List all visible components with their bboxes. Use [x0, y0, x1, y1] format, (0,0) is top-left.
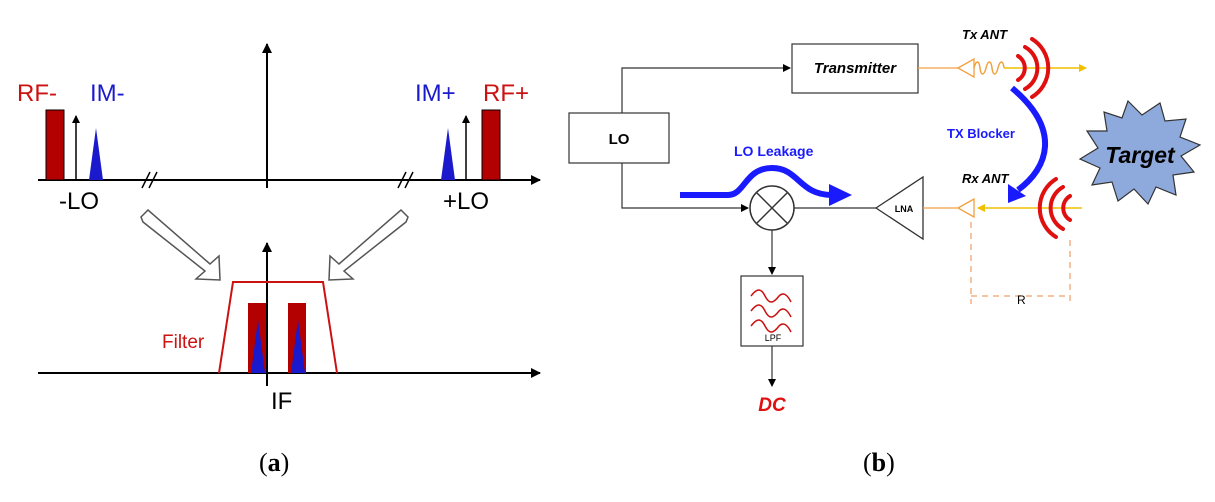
- lo-minus-label: -LO: [59, 188, 99, 215]
- axis-break-left: [141, 171, 158, 189]
- im-plus-peak: [441, 128, 455, 180]
- rx-radiation-waves: [1037, 177, 1072, 239]
- dc-label: DC: [758, 395, 786, 416]
- lo-leakage-label: LO Leakage: [734, 143, 814, 159]
- rf-plus-bar: [481, 109, 501, 181]
- tx-antenna-icon: [956, 57, 975, 79]
- caption-b-close: ): [886, 448, 895, 477]
- caption-a-open: (: [259, 448, 268, 477]
- lna-label: LNA: [895, 204, 914, 214]
- tx-blocker-label: TX Blocker: [947, 126, 1015, 141]
- transmitter-label: Transmitter: [814, 60, 897, 77]
- panel-b: LO Transmitter LO Leakage LNA Rx ANT: [568, 27, 1202, 416]
- lo-to-transmitter-line: [621, 64, 791, 113]
- lo-block: [568, 112, 670, 164]
- lpf-label: LPF: [765, 333, 782, 343]
- target-burst: [1078, 99, 1202, 206]
- tx-blocker-arrowhead: [1008, 184, 1026, 203]
- caption-b-open: (: [863, 448, 872, 477]
- caption-a-letter: a: [267, 448, 281, 477]
- tx-ant-label: Tx ANT: [962, 27, 1008, 42]
- caption-a: (a): [259, 448, 289, 478]
- downconvert-arrow-left: [140, 208, 221, 281]
- lo-block-label: LO: [609, 131, 630, 148]
- im-plus-label: IM+: [415, 80, 456, 107]
- lo-plus-label: +LO: [443, 188, 489, 215]
- lo-leakage-arrowhead: [829, 184, 852, 206]
- lo-to-mixer-line: [621, 163, 749, 212]
- im-minus-label: IM-: [90, 80, 125, 107]
- target-label: Target: [1105, 142, 1176, 168]
- range-label: R: [1017, 293, 1026, 307]
- rf-plus-label: RF+: [483, 80, 529, 107]
- lo-leakage-arrow: [680, 164, 833, 198]
- caption-a-close: ): [280, 448, 290, 477]
- rf-minus-bar: [45, 109, 65, 181]
- if-peak-right: [291, 320, 305, 373]
- rx-antenna-icon: [956, 197, 975, 219]
- rf-minus-label: RF-: [17, 80, 57, 107]
- panel-a: RF- IM- IM+ RF+ -LO +LO Filter IF: [17, 43, 541, 415]
- range-dimension: [970, 222, 1071, 304]
- mixer-icon: [749, 185, 795, 231]
- tx-signal-coil: [973, 61, 1005, 75]
- caption-b-letter: b: [871, 448, 887, 477]
- caption-b: (b): [863, 448, 895, 478]
- tx-radiation-waves: [1016, 37, 1051, 99]
- axis-break-right: [397, 171, 414, 189]
- lpf-filter-symbol: [750, 289, 792, 333]
- if-label: IF: [271, 388, 292, 415]
- filter-label: Filter: [162, 332, 205, 353]
- if-peak-left: [251, 320, 265, 373]
- im-minus-peak: [89, 128, 103, 180]
- rx-ant-label: Rx ANT: [962, 171, 1010, 186]
- lpf-block: [740, 275, 804, 347]
- downconvert-arrow-right: [328, 208, 409, 281]
- tx-blocker-arrow: [1010, 85, 1048, 193]
- if-filter-shape: [218, 281, 338, 374]
